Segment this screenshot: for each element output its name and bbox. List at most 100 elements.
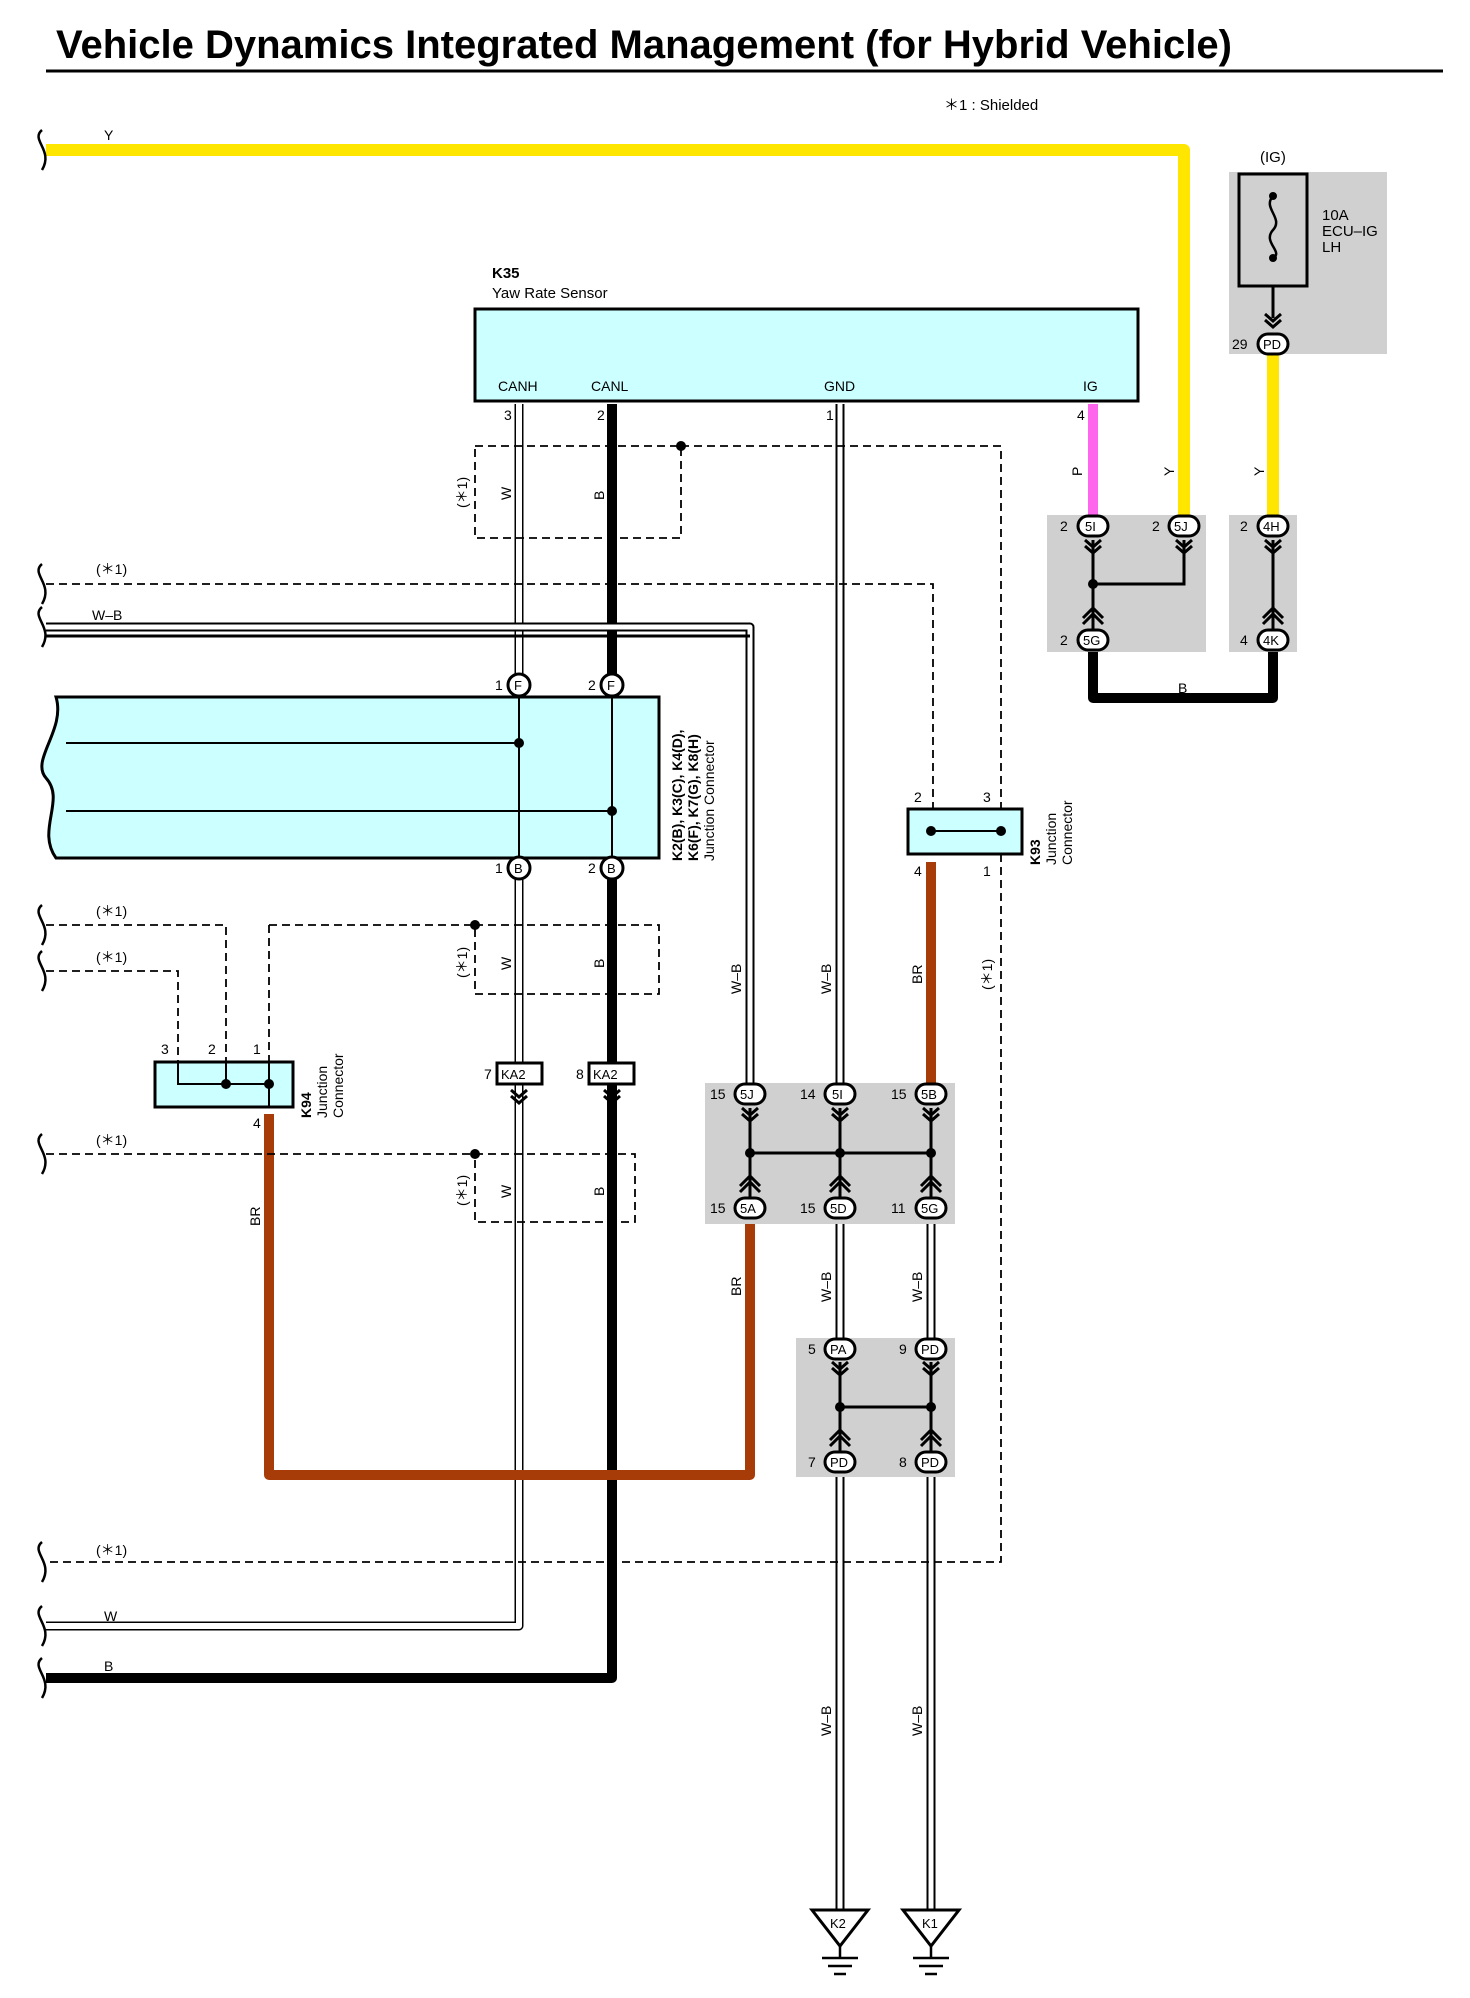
connector-label: 5J (740, 1087, 754, 1102)
shield-tag: (＊1) (454, 1175, 470, 1206)
junction-dot (607, 806, 617, 816)
k94-line1: Junction (314, 1066, 330, 1118)
terminal-canh: CANH (498, 378, 538, 394)
wire-break-icon (37, 1133, 47, 1175)
yaw-rate-sensor (473, 307, 1140, 403)
ground-triangle-icon (899, 1908, 963, 1949)
jb-dot (835, 1148, 845, 1158)
pin-b-canl-label: B (607, 861, 616, 876)
shield-tag: (＊1) (96, 1132, 127, 1148)
wire-label-w: W (498, 1184, 514, 1198)
connector-label: PD (830, 1455, 848, 1470)
pin-ig: 4 (1077, 407, 1085, 423)
shield-junction-dot (676, 441, 686, 451)
connector-5j-label: 5J (1174, 519, 1188, 534)
pin-canl: 2 (597, 407, 605, 423)
jb-dot (926, 1402, 936, 1412)
pin-num: 2 (588, 677, 596, 693)
pin-num: 2 (588, 860, 596, 876)
connector-label: 5I (832, 1087, 843, 1102)
k93-label: K93 Junction Connector (1027, 800, 1075, 865)
ground-icon (822, 1946, 858, 1976)
k94-label: K94 Junction Connector (298, 1053, 346, 1118)
k93-dot (926, 826, 936, 836)
pin-num: 7 (808, 1454, 816, 1470)
k93-pin: 4 (914, 863, 922, 879)
pin-canh: 3 (504, 407, 512, 423)
wire-label-w: W (498, 486, 514, 500)
fuse-terminal-dot (1269, 254, 1277, 262)
shield-tag: (＊1) (454, 947, 470, 978)
wire-break-icon (37, 904, 47, 946)
k93-line2: Connector (1059, 800, 1075, 865)
terminal-canl: CANL (591, 378, 629, 394)
wire-break-icon (37, 129, 47, 171)
wire-label-wb: W–B (818, 964, 834, 994)
connector-pd-fuse-label: PD (1263, 337, 1281, 352)
wire-break-icon (37, 950, 47, 992)
shield-line-k94-3 (46, 970, 179, 1083)
connector-5g-label: 5G (1083, 633, 1100, 648)
pin-num: 15 (710, 1200, 726, 1216)
pin-b-canh (506, 855, 532, 881)
jb-dot (835, 1402, 845, 1412)
connector-ka2-label: KA2 (501, 1067, 526, 1082)
jb-dot (926, 1148, 936, 1158)
wire-label-y: Y (104, 127, 114, 143)
jb-dot (1088, 579, 1098, 589)
connector-5i-label: 5I (1085, 519, 1096, 534)
pin-num: 14 (800, 1086, 816, 1102)
ka2-pin: 7 (484, 1066, 492, 1082)
wire-break-marks (37, 129, 47, 1699)
k94-line2: Connector (330, 1053, 346, 1118)
pin-num: 9 (899, 1341, 907, 1357)
connector-label: PA (830, 1342, 847, 1357)
wire-label-br: BR (247, 1207, 263, 1226)
wire-label-wb: W–B (728, 964, 744, 994)
junction-k2-label: K2(B), K3(C), K4(D), K6(F), K7(G), K8(H)… (669, 730, 717, 861)
ground-k2: K2 (808, 1908, 872, 1976)
fuse-icon (1268, 195, 1278, 260)
wire-label-p: P (1069, 467, 1085, 476)
wire-label-b: B (591, 491, 607, 500)
shield-legend: ＊1 : Shielded (944, 97, 1038, 114)
connector-ka2-canh (495, 1061, 544, 1086)
wire-label-wb: W–B (818, 1272, 834, 1302)
junction-k2-line1: K2(B), K3(C), K4(D), (669, 730, 685, 861)
k93-pin: 3 (983, 789, 991, 805)
pin-num: 2 (1152, 518, 1160, 534)
shield-tag: (＊1) (96, 1542, 127, 1558)
junction-k2-line3: Junction Connector (701, 740, 717, 861)
wire-break-icon (37, 1657, 47, 1699)
k94-pin: 4 (253, 1115, 261, 1131)
k94-pin: 3 (161, 1041, 169, 1057)
wire-y-top (46, 144, 1190, 522)
fuse-terminal-dot (1269, 192, 1277, 200)
wire-w-canh (46, 404, 522, 1629)
connector-4k-label: 4K (1263, 633, 1279, 648)
pin-num: 5 (808, 1341, 816, 1357)
connector-chevron-up-icon (1261, 605, 1285, 626)
shield-junction-dot (470, 1149, 480, 1159)
wire-label-br: BR (909, 965, 925, 984)
pin-f-canh (506, 672, 532, 698)
rotated-wire-labels: W B (＊1) P Y Y W B (＊1) W B (＊1) W–B W–B… (247, 466, 1267, 1736)
fuse-group-label: (IG) (1260, 149, 1286, 166)
pin-num: 8 (899, 1454, 907, 1470)
fuse-name-2: LH (1322, 239, 1341, 256)
pin-num: 2 (1060, 518, 1068, 534)
ground-k1: K1 (899, 1908, 963, 1976)
jb-dot (745, 1148, 755, 1158)
shield-junction-dot (470, 920, 480, 930)
wire-label-br: BR (728, 1277, 744, 1296)
pin-f-canl (599, 672, 625, 698)
wire-label-wb: W–B (92, 607, 122, 623)
terminal-ig: IG (1083, 378, 1098, 394)
connector-label: 5A (740, 1201, 756, 1216)
wire-break-icon (37, 606, 47, 648)
connector-chevron-up-icon (828, 1427, 943, 1448)
shield-tag: (＊1) (96, 949, 127, 965)
terminal-gnd: GND (824, 378, 855, 394)
pin-num: 2 (1060, 632, 1068, 648)
